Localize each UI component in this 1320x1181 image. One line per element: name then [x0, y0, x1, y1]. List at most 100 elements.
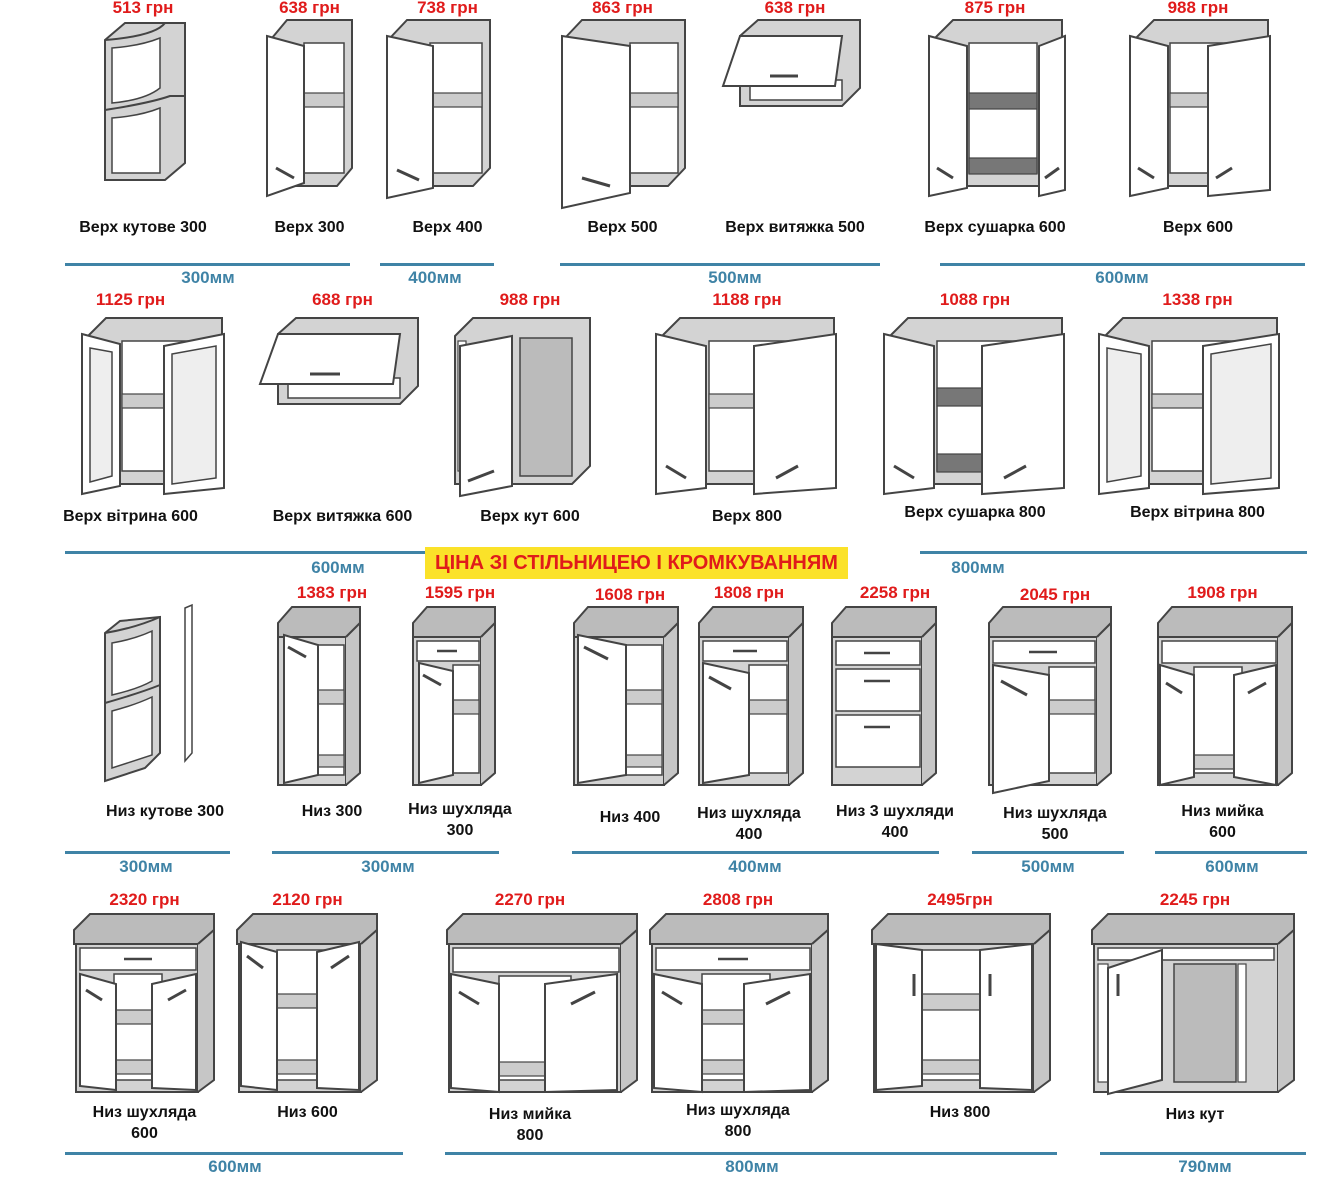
price: 513 грн: [112, 0, 174, 17]
label: Верх 300: [274, 219, 345, 236]
cabinet-drawing: [988, 606, 1112, 795]
price: 738 грн: [417, 0, 478, 17]
price: 638 грн: [279, 0, 340, 17]
dimension-label: 300мм: [158, 268, 258, 288]
price: 638 грн: [764, 0, 826, 17]
cabinet-drawing: [928, 19, 1066, 198]
cabinet-drawing: [871, 913, 1051, 1093]
label: Низ кутове 300: [106, 803, 224, 820]
cabinet-drawing: [104, 22, 186, 181]
dimension-line: [445, 1152, 1057, 1155]
label: Верх кутове 300: [79, 219, 207, 236]
cabinet-drawing: [561, 19, 686, 210]
label: Низ 3 шухляди 400: [836, 803, 954, 841]
price: 1338 грн: [1162, 290, 1233, 309]
dimension-label: 790мм: [1155, 1157, 1255, 1177]
price: 1188 грн: [712, 290, 782, 309]
cabinet-drawing: [277, 606, 361, 786]
cabinet-drawing: [81, 317, 225, 496]
price: 2258 грн: [859, 583, 931, 602]
price: 1908 грн: [1187, 583, 1258, 602]
cabinet-drawing: [1129, 19, 1271, 198]
price: 2320 грн: [109, 890, 180, 909]
dimension-label: 800мм: [928, 558, 1028, 578]
price: 1608 грн: [594, 585, 666, 604]
label: Низ шухляда 600: [92, 1104, 197, 1142]
label: Верх витяжка 500: [725, 219, 865, 236]
dimension-line: [65, 263, 350, 266]
cabinet-drawing: [1091, 913, 1295, 1096]
dimension-line: [572, 851, 939, 854]
cabinet-drawing: [721, 19, 861, 107]
cabinet-drawing: [386, 19, 491, 200]
label: Низ 800: [929, 1104, 991, 1121]
dimension-label: 500мм: [685, 268, 785, 288]
cabinet-drawing: [258, 317, 419, 405]
label: Низ мийка 600: [1181, 803, 1264, 841]
price: 1383 грн: [296, 583, 368, 602]
cabinet-drawing: [1157, 606, 1293, 787]
price: 2270 грн: [494, 890, 566, 909]
price: 1808 грн: [713, 583, 785, 602]
dimension-line: [1100, 1152, 1306, 1155]
label: Верх 800: [711, 508, 783, 525]
label: Верх витяжка 600: [272, 508, 413, 525]
dimension-label: 300мм: [96, 857, 196, 877]
price: 2120 грн: [272, 890, 343, 909]
price: 863 грн: [592, 0, 653, 17]
label: Низ 400: [599, 809, 661, 826]
price: 688 грн: [312, 290, 373, 309]
price: 875 грн: [964, 0, 1026, 17]
dimension-line: [65, 1152, 403, 1155]
label: Низ шухляда 300: [408, 801, 512, 839]
cabinet-drawing: [698, 606, 804, 786]
price: 2045 грн: [1019, 585, 1091, 604]
dimension-line: [560, 263, 880, 266]
label: Низ 600: [277, 1104, 338, 1121]
dimension-label: 400мм: [705, 857, 805, 877]
label: Низ шухляда 500: [1003, 805, 1107, 843]
dimension-label: 500мм: [998, 857, 1098, 877]
label: Верх вітрина 800: [1130, 504, 1265, 521]
price: 2495грн: [927, 890, 993, 909]
label: Верх 500: [587, 219, 658, 236]
label: Верх 600: [1162, 219, 1234, 236]
dimension-line: [920, 551, 1307, 554]
cabinet-drawing: [266, 19, 353, 198]
dimension-line: [972, 851, 1124, 854]
dimension-label: 600мм: [1182, 857, 1282, 877]
cabinet-drawing: [649, 913, 829, 1094]
price: 988 грн: [499, 290, 561, 309]
cabinet-drawing: [655, 317, 837, 496]
label: Низ 300: [301, 803, 363, 820]
dimension-label: 600мм: [185, 1157, 285, 1177]
cabinet-drawing: [883, 317, 1065, 496]
dimension-line: [940, 263, 1305, 266]
dimension-line: [380, 263, 494, 266]
cabinet-drawing: [573, 606, 679, 786]
cabinet-drawing: [454, 317, 591, 498]
label: Верх кут 600: [480, 508, 580, 525]
dimension-label: 400мм: [385, 268, 485, 288]
label: Низ мийка 800: [488, 1106, 572, 1144]
dimension-line: [65, 551, 425, 554]
price: 1125 грн: [95, 290, 166, 309]
cabinet-drawing: [412, 606, 496, 786]
dimension-line: [272, 851, 499, 854]
price: 1595 грн: [424, 583, 496, 602]
cabinet-drawing: [73, 913, 215, 1093]
label: Низ шухляда 800: [686, 1102, 790, 1140]
price-note-banner: ЦІНА ЗІ СТІЛЬНИЦЕЮ І КРОМКУВАННЯМ: [425, 547, 848, 579]
cabinet-drawing: [831, 606, 937, 786]
dimension-label: 300мм: [338, 857, 438, 877]
label: Верх 400: [412, 219, 483, 236]
label: Верх сушарка 800: [904, 504, 1046, 521]
cabinet-drawing: [236, 913, 378, 1093]
price: 2245 грн: [1159, 890, 1231, 909]
dimension-line: [65, 851, 230, 854]
label: Верх сушарка 600: [924, 219, 1066, 236]
label: Низ кут: [1165, 1106, 1225, 1123]
label: Верх вітрина 600: [63, 508, 198, 525]
label: Низ шухляда 400: [697, 805, 801, 843]
price: 1088 грн: [939, 290, 1011, 309]
